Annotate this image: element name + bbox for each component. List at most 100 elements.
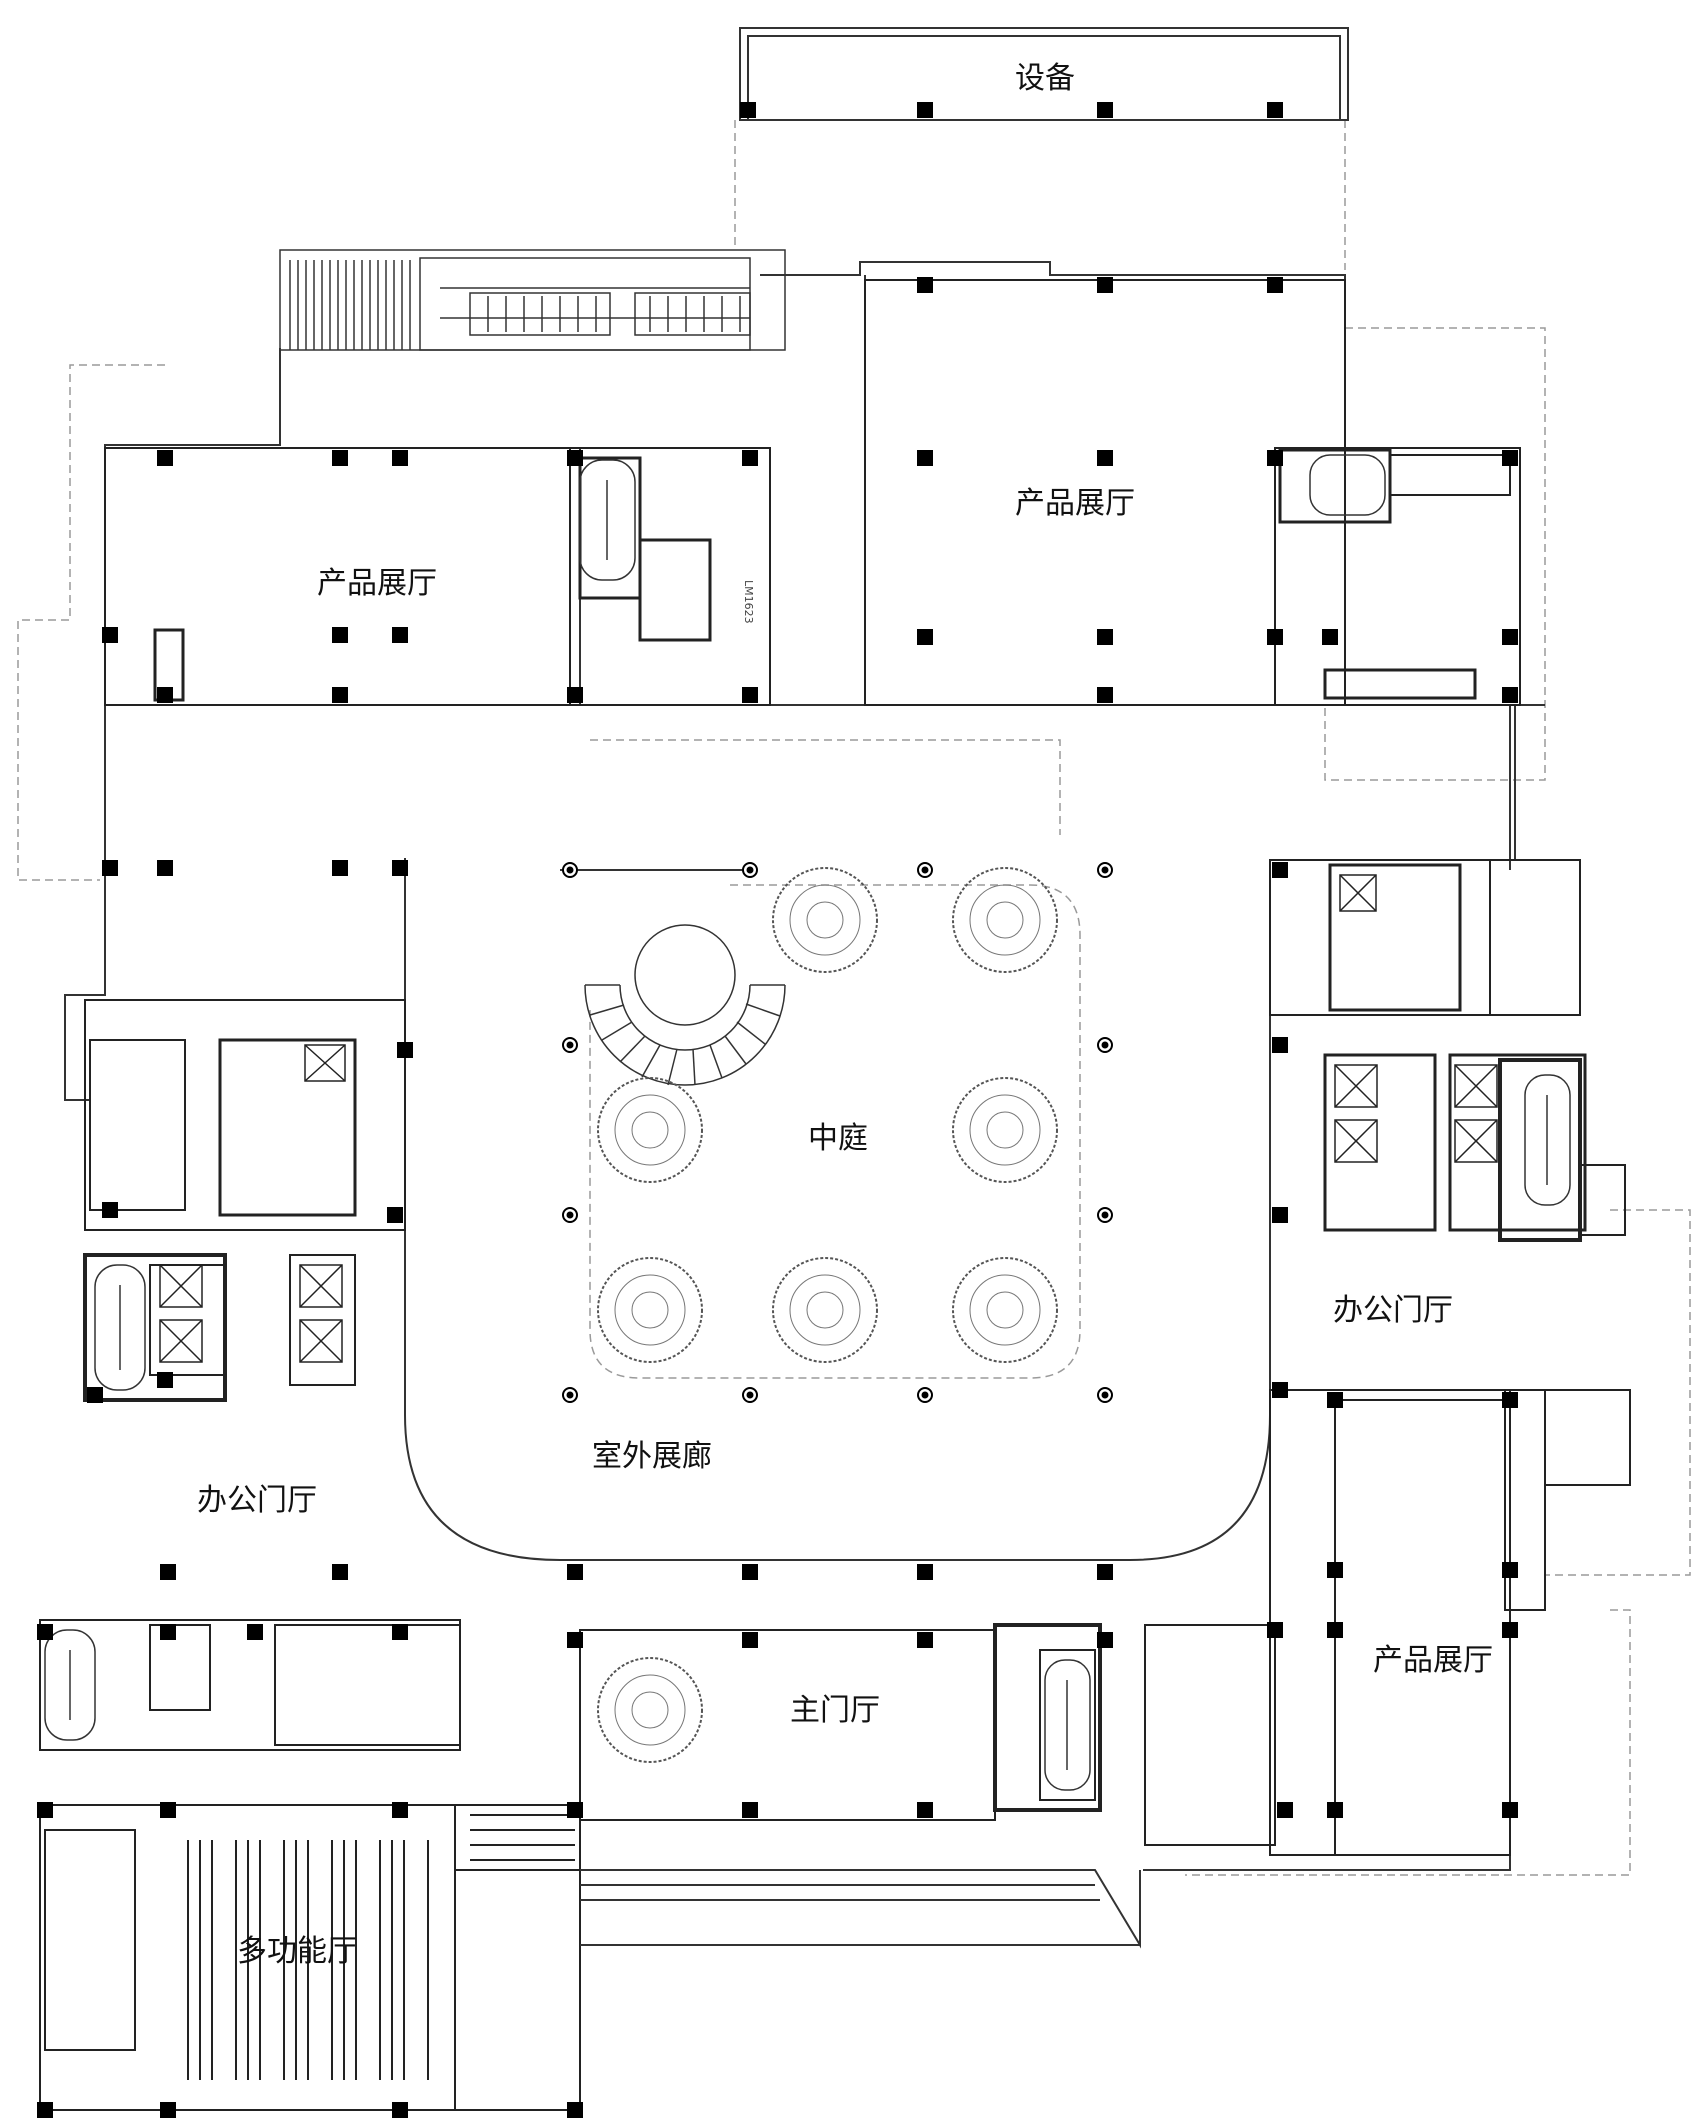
- column: [917, 629, 933, 645]
- column: [567, 1564, 583, 1580]
- column: [1267, 629, 1283, 645]
- column: [567, 1632, 583, 1648]
- column: [157, 860, 173, 876]
- showroom-ne-walls: [864, 279, 1521, 706]
- column: [392, 1624, 408, 1640]
- room-label-showroom-se: 产品展厅: [1373, 1643, 1493, 1678]
- round-column-core: [746, 866, 754, 874]
- room-label-equipment: 设备: [1015, 61, 1075, 96]
- column: [1097, 1564, 1113, 1580]
- column: [742, 1632, 758, 1648]
- tree: [597, 1257, 703, 1363]
- round-column-core: [566, 1211, 574, 1219]
- tree: [952, 1077, 1058, 1183]
- column: [1267, 102, 1283, 118]
- column: [1502, 629, 1518, 645]
- tree: [952, 1257, 1058, 1363]
- center-court-outline: [404, 860, 1271, 1561]
- column: [1267, 277, 1283, 293]
- round-column-core: [566, 866, 574, 874]
- room-label-main-lobby: 主门厅: [790, 1693, 880, 1728]
- column: [742, 1564, 758, 1580]
- room-label-multipurpose-hall: 多功能厅: [237, 1934, 357, 1969]
- column: [1327, 1802, 1343, 1818]
- room-label-office-lobby-west: 办公门厅: [197, 1483, 317, 1518]
- column: [37, 1624, 53, 1640]
- column: [1267, 1622, 1283, 1638]
- column: [567, 2102, 583, 2118]
- column: [1277, 1802, 1293, 1818]
- trees: [597, 867, 1058, 1763]
- round-column-core: [746, 1391, 754, 1399]
- room-label-outdoor-gallery: 室外展廊: [592, 1439, 712, 1474]
- column: [1097, 629, 1113, 645]
- column: [917, 277, 933, 293]
- tree: [952, 867, 1058, 973]
- column: [742, 1802, 758, 1818]
- column: [742, 450, 758, 466]
- column: [392, 1802, 408, 1818]
- column: [332, 450, 348, 466]
- column: [742, 687, 758, 703]
- column: [102, 1202, 118, 1218]
- column: [917, 1564, 933, 1580]
- column: [157, 687, 173, 703]
- room-label-showroom-ne: 产品展厅: [1015, 486, 1135, 521]
- column: [392, 627, 408, 643]
- room-label-showroom-nw: 产品展厅: [317, 566, 437, 601]
- column: [917, 1632, 933, 1648]
- column: [37, 2102, 53, 2118]
- column: [1097, 1632, 1113, 1648]
- column: [332, 687, 348, 703]
- column: [1502, 1802, 1518, 1818]
- column: [1502, 1622, 1518, 1638]
- vertical-note: LM1623: [742, 580, 755, 624]
- column: [567, 1802, 583, 1818]
- column: [160, 1564, 176, 1580]
- column: [1327, 1622, 1343, 1638]
- stair-wells: [44, 454, 1571, 1791]
- west-service-core: [39, 999, 461, 1751]
- column: [392, 860, 408, 876]
- south-core: [579, 1623, 1276, 1846]
- column: [332, 627, 348, 643]
- round-column-core: [566, 1041, 574, 1049]
- column: [87, 1387, 103, 1403]
- round-column-core: [1101, 1391, 1109, 1399]
- column: [917, 102, 933, 118]
- round-column-core: [566, 1391, 574, 1399]
- column: [387, 1207, 403, 1223]
- spiral-stair: [584, 924, 786, 1086]
- stair-ramp-north: [279, 249, 786, 351]
- column: [157, 450, 173, 466]
- showroom-nw-walls: [104, 447, 771, 706]
- column: [1322, 629, 1338, 645]
- room-label-atrium: 中庭: [808, 1121, 868, 1156]
- column: [567, 450, 583, 466]
- column: [160, 2102, 176, 2118]
- column: [247, 1624, 263, 1640]
- dashed-site-outlines: [17, 120, 1691, 1876]
- round-column-core: [921, 866, 929, 874]
- round-column-core: [1101, 1211, 1109, 1219]
- column: [1502, 450, 1518, 466]
- multipurpose-hall-walls: [39, 1804, 581, 2111]
- column: [1272, 1037, 1288, 1053]
- structural-columns: [37, 102, 1518, 2118]
- round-column-core: [1101, 1041, 1109, 1049]
- round-column-core: [1101, 866, 1109, 874]
- column: [1272, 1207, 1288, 1223]
- tree: [597, 1657, 703, 1763]
- column: [332, 860, 348, 876]
- column: [102, 860, 118, 876]
- column: [1267, 450, 1283, 466]
- tree: [597, 1077, 703, 1183]
- column: [392, 2102, 408, 2118]
- elevators: [159, 874, 1498, 1363]
- column: [1327, 1392, 1343, 1408]
- column: [1272, 1382, 1288, 1398]
- column: [740, 102, 756, 118]
- column: [1097, 277, 1113, 293]
- column: [567, 687, 583, 703]
- column: [1502, 1392, 1518, 1408]
